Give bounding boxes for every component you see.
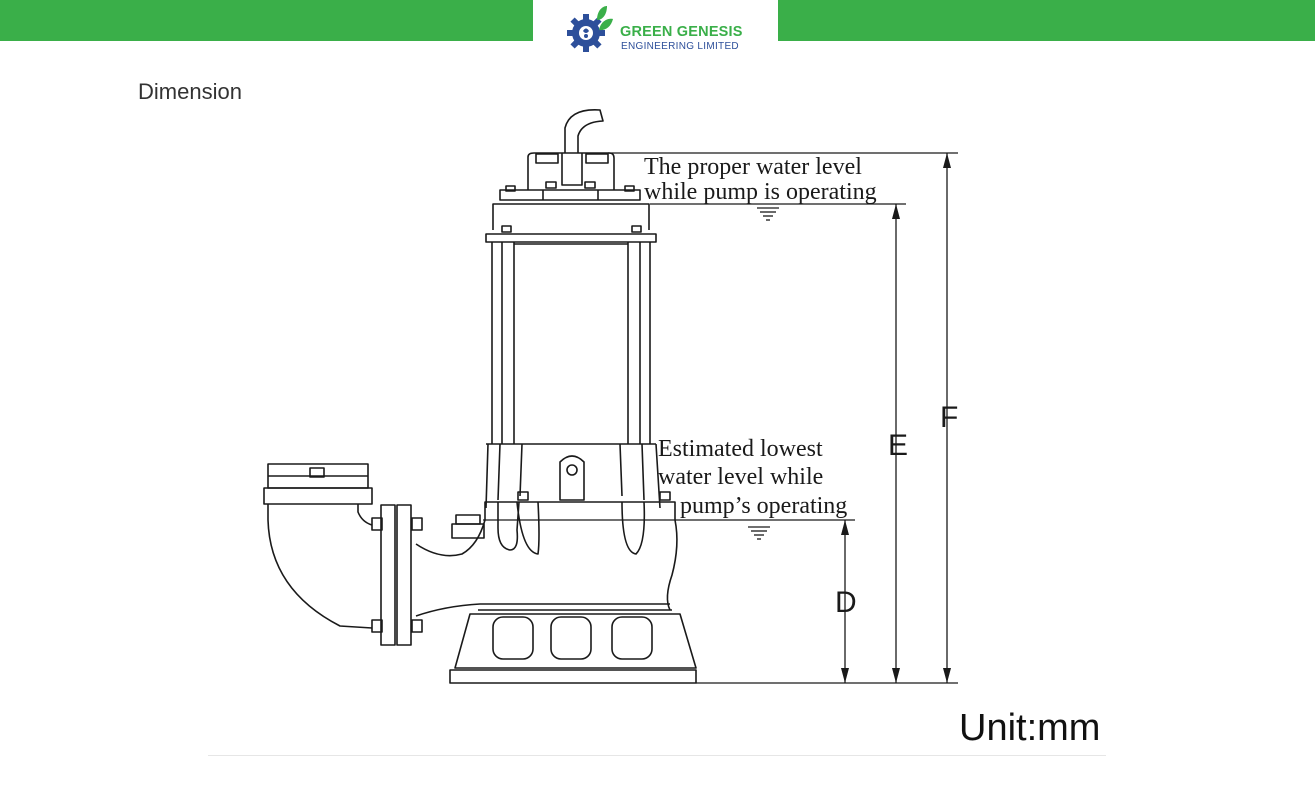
- dimension-labels: F E D: [835, 401, 958, 619]
- page-title: Dimension: [138, 79, 242, 104]
- header-band-left: [0, 0, 533, 41]
- high-level-line-2: while pump is operating: [644, 179, 877, 205]
- dimension-arrowheads: [841, 153, 951, 683]
- water-level-symbol-icon: [748, 207, 779, 540]
- water-level-annotations: The proper water level while pump is ope…: [644, 154, 877, 519]
- low-level-line-2: water level while: [658, 464, 823, 490]
- logo-name: GREEN GENESIS: [620, 24, 743, 40]
- dimension-lines: [483, 152, 958, 684]
- company-logo-icon: [567, 6, 613, 52]
- dimension-label-e: E: [888, 429, 908, 462]
- high-level-line-1: The proper water level: [644, 154, 862, 180]
- logo-subname: ENGINEERING LIMITED: [621, 41, 739, 52]
- dimension-label-d: D: [835, 586, 857, 619]
- header-band-right: [778, 0, 1315, 41]
- dimension-label-f: F: [940, 401, 958, 434]
- pump-outline: [263, 109, 697, 684]
- unit-label: Unit:mm: [959, 707, 1101, 749]
- divider: [208, 755, 1106, 756]
- low-level-line-1: Estimated lowest: [658, 436, 823, 462]
- low-level-line-3: pump’s operating: [680, 493, 847, 519]
